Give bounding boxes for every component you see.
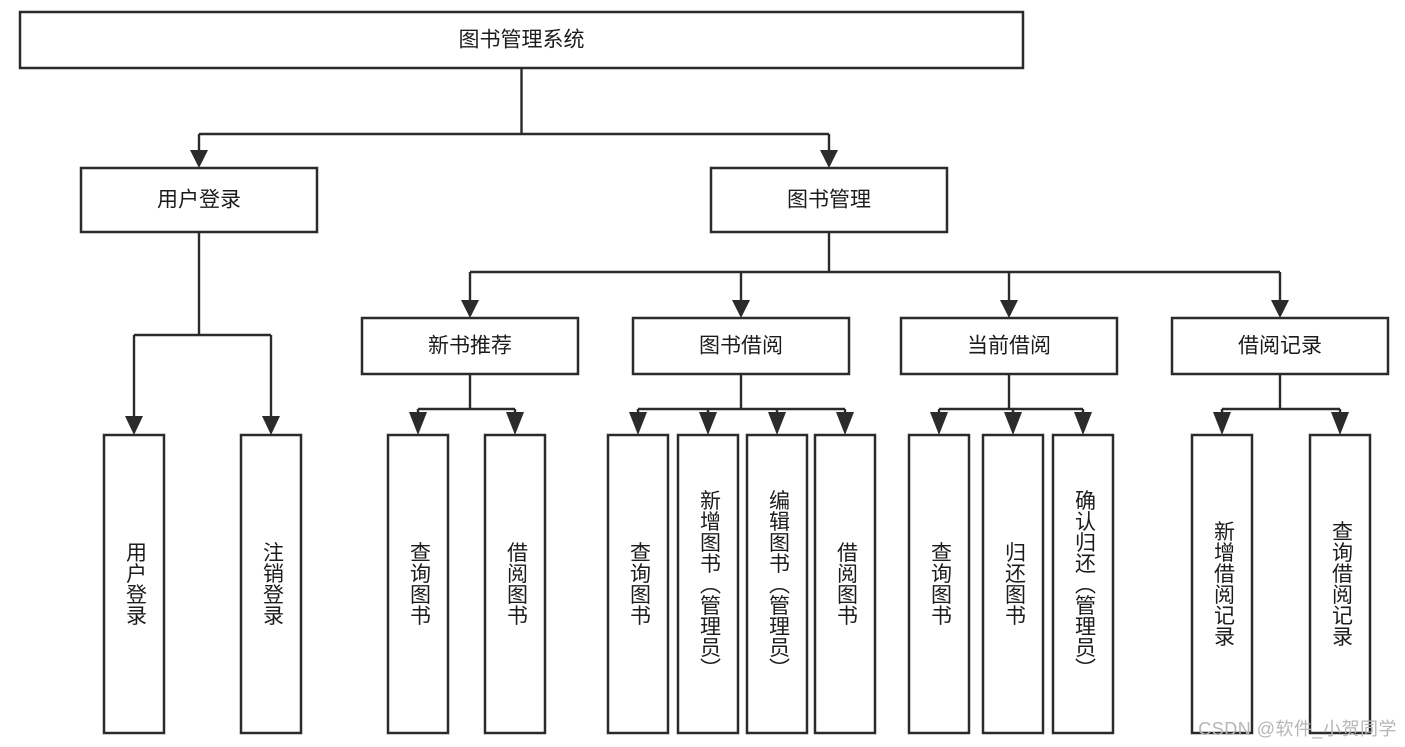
- leaf-confirm-return-admin-box[interactable]: [1051, 433, 1115, 735]
- node-book-borrow[interactable]: 图书借阅: [631, 316, 851, 376]
- connectors-book-management-to-level2: [461, 232, 1289, 318]
- connectors-new-book-to-leaves: [409, 374, 524, 435]
- leaf-query-borrow-record-label: 查询借阅记录: [1329, 521, 1353, 647]
- arrowhead-current-borrow: [1000, 300, 1018, 318]
- node-borrow-records[interactable]: 借阅记录: [1170, 316, 1390, 376]
- leaf-add-borrow-record-label: 新增借阅记录: [1211, 521, 1235, 647]
- book-management-label: 图书管理: [787, 189, 871, 212]
- arrowhead-new-book-recommend: [461, 300, 479, 318]
- leaf-query-book-borrow-label: 查询图书: [627, 542, 651, 626]
- leaf-query-book-recommend-box[interactable]: [386, 433, 450, 735]
- connectors-current-borrow-to-leaves: [930, 374, 1092, 435]
- borrow-records-box[interactable]: [1170, 316, 1390, 376]
- arrowhead-borrow-records: [1271, 300, 1289, 318]
- arrowhead-leaf-borrow-book-recommend: [506, 412, 524, 435]
- arrowhead-leaf-confirm-return-admin: [1074, 412, 1092, 435]
- connectors-root-to-level1: [190, 68, 838, 168]
- root-box[interactable]: [18, 10, 1025, 70]
- leaf-user-login-label: 用户登录: [123, 542, 147, 626]
- arrowhead-leaf-query-book-borrow: [629, 412, 647, 435]
- leaf-confirm-return-admin-label: 确认归还（管理员）: [1072, 490, 1096, 679]
- leaf-add-book-admin-box[interactable]: [676, 433, 740, 735]
- arrowhead-leaf-query-book-recommend: [409, 412, 427, 435]
- new-book-recommend-box[interactable]: [360, 316, 580, 376]
- arrowhead-leaf-borrow-book: [836, 412, 854, 435]
- book-borrow-label: 图书借阅: [699, 335, 783, 358]
- arrowhead-leaf-return-book: [1004, 412, 1022, 435]
- arrowhead-leaf-edit-book-admin: [768, 412, 786, 435]
- user-login-box[interactable]: [79, 166, 319, 234]
- borrow-records-label: 借阅记录: [1238, 335, 1322, 358]
- leaf-borrow-book-recommend-box[interactable]: [483, 433, 547, 735]
- arrowhead-leaf-query-book-current: [930, 412, 948, 435]
- node-user-login[interactable]: 用户登录: [79, 166, 319, 234]
- leaf-return-book-box[interactable]: [981, 433, 1045, 735]
- leaf-query-book-current-box[interactable]: [907, 433, 971, 735]
- csdn-watermark: CSDN @软件_小贺同学: [1198, 719, 1397, 739]
- arrowhead-leaf-query-borrow-record: [1331, 412, 1349, 435]
- leaf-query-book-current-label: 查询图书: [928, 542, 952, 626]
- connectors-user-login-to-leaves: [125, 232, 280, 435]
- leaf-logout-label: 注销登录: [260, 542, 284, 626]
- leaf-query-book-recommend-label: 查询图书: [407, 542, 431, 626]
- arrowhead-leaf-add-book-admin: [699, 412, 717, 435]
- leaf-labels: 用户登录 注销登录 查询图书 借阅图书 查询图书 新增图书（管理员） 编辑图书（…: [123, 490, 1353, 679]
- connectors-book-borrow-to-leaves: [629, 374, 854, 435]
- leaf-edit-book-admin-box[interactable]: [745, 433, 809, 735]
- node-current-borrow[interactable]: 当前借阅: [899, 316, 1119, 376]
- user-login-label: 用户登录: [157, 189, 241, 212]
- leaf-add-borrow-record-box[interactable]: [1190, 433, 1254, 735]
- leaf-add-book-admin-label: 新增图书（管理员）: [697, 490, 721, 679]
- leaf-borrow-book-label: 借阅图书: [834, 542, 858, 626]
- node-book-management[interactable]: 图书管理: [709, 166, 949, 234]
- book-management-box[interactable]: [709, 166, 949, 234]
- leaf-edit-book-admin-label: 编辑图书（管理员）: [766, 490, 790, 679]
- current-borrow-box[interactable]: [899, 316, 1119, 376]
- node-new-book-recommend[interactable]: 新书推荐: [360, 316, 580, 376]
- root-label: 图书管理系统: [459, 29, 585, 52]
- new-book-recommend-label: 新书推荐: [428, 335, 512, 358]
- arrowhead-book-borrow: [732, 300, 750, 318]
- leaf-query-book-borrow-box[interactable]: [606, 433, 670, 735]
- arrowhead-leaf-user-login: [125, 416, 143, 435]
- connectors-borrow-records-to-leaves: [1213, 374, 1349, 435]
- leaf-return-book-label: 归还图书: [1002, 542, 1026, 626]
- node-root[interactable]: 图书管理系统: [18, 10, 1025, 70]
- current-borrow-label: 当前借阅: [967, 335, 1051, 358]
- arrowhead-leaf-logout: [262, 416, 280, 435]
- leaf-borrow-book-box[interactable]: [813, 433, 877, 735]
- arrowhead-user-login: [190, 150, 208, 168]
- book-borrow-box[interactable]: [631, 316, 851, 376]
- leaf-borrow-book-recommend-label: 借阅图书: [504, 542, 528, 626]
- leaf-user-login-box[interactable]: [102, 433, 166, 735]
- arrowhead-leaf-add-borrow-record: [1213, 412, 1231, 435]
- leaf-query-borrow-record-box[interactable]: [1308, 433, 1372, 735]
- leaf-logout-box[interactable]: [239, 433, 303, 735]
- leaf-boxes: [102, 433, 1372, 735]
- arrowhead-book-management: [820, 150, 838, 168]
